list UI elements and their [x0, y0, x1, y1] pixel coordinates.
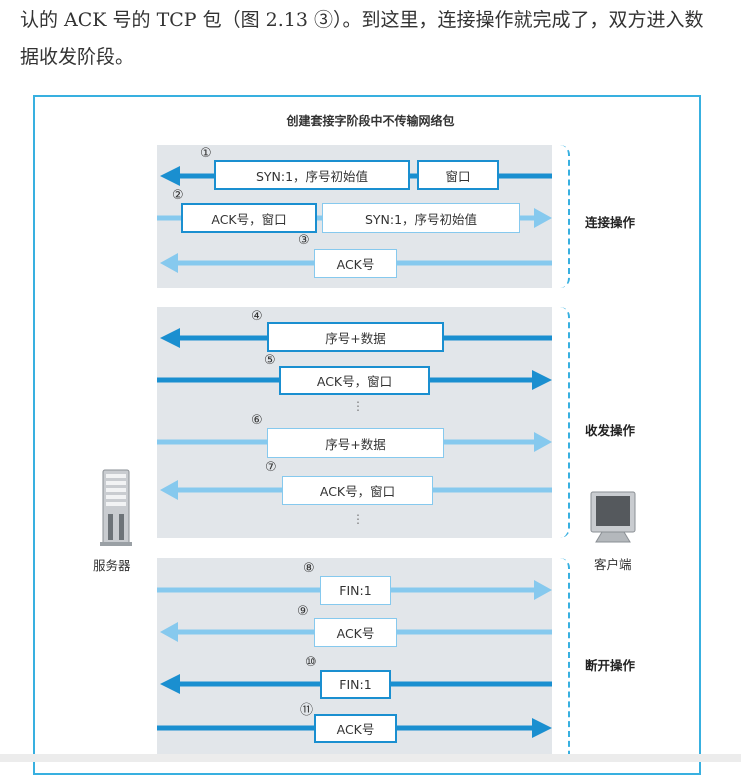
- packet-step-1-syn: SYN:1，序号初始值: [214, 160, 410, 190]
- arrowhead-step-1: [160, 166, 180, 186]
- transfer-brace: [560, 307, 570, 538]
- arrowhead-step-10: [160, 674, 180, 694]
- step-number-5: ⑤: [264, 353, 276, 368]
- packet-step-7-ack: ACK号，窗口: [282, 476, 433, 505]
- step-number-6: ⑥: [251, 413, 263, 428]
- packet-step-10-fin: FIN:1: [320, 670, 391, 699]
- arrowhead-step-7: [160, 480, 178, 500]
- diagram-title: 创建套接字阶段中不传输网络包: [286, 114, 455, 128]
- packet-step-9-ack: ACK号: [314, 618, 397, 647]
- arrowhead-step-2: [534, 208, 552, 228]
- packet-step-1-window: 窗口: [417, 160, 499, 190]
- arrowhead-step-5: [532, 370, 552, 390]
- phase-transfer-label: 收发操作: [585, 423, 636, 438]
- step-number-9: ⑨: [297, 604, 309, 619]
- phase-disconnect-label: 断开操作: [585, 658, 636, 673]
- ellipsis-1: ⋮: [352, 399, 364, 413]
- step-number-3: ③: [298, 233, 310, 248]
- monitor-icon: [590, 491, 636, 543]
- step-number-11: ⑪: [300, 703, 314, 718]
- ellipsis-2: ⋮: [352, 512, 364, 526]
- packet-step-2-ack: ACK号，窗口: [181, 203, 317, 233]
- arrowhead-step-6: [534, 432, 552, 452]
- disconnect-brace: [560, 558, 570, 754]
- server-label: 服务器: [93, 558, 131, 573]
- packet-step-11-ack: ACK号: [314, 714, 397, 743]
- packet-step-4-data: 序号+数据: [267, 322, 444, 352]
- connect-brace: [560, 145, 570, 288]
- arrowhead-step-3: [160, 253, 178, 273]
- arrowhead-step-9: [160, 622, 178, 642]
- packet-step-2-syn: SYN:1，序号初始值: [322, 203, 520, 233]
- step-number-8: ⑧: [303, 561, 315, 576]
- packet-step-3-ack: ACK号: [314, 249, 397, 278]
- arrowhead-step-11: [532, 718, 552, 738]
- arrowhead-step-4: [160, 328, 180, 348]
- packet-step-5-ack: ACK号，窗口: [279, 366, 430, 395]
- step-number-4: ④: [251, 309, 263, 324]
- step-number-10: ⑩: [305, 655, 317, 670]
- server-icon: [100, 469, 132, 546]
- packet-step-6-data: 序号+数据: [267, 428, 444, 458]
- phase-connect-label: 连接操作: [585, 215, 636, 230]
- client-label: 客户端: [594, 557, 632, 572]
- step-number-2: ②: [172, 188, 184, 203]
- packet-step-8-fin: FIN:1: [320, 576, 391, 605]
- bottom-scroll-strip: [0, 754, 741, 762]
- arrowhead-step-8: [534, 580, 552, 600]
- step-number-1: ①: [200, 146, 212, 161]
- intro-paragraph: 认的 ACK 号的 TCP 包（图 2.13 ③）。到这里，连接操作就完成了，双…: [20, 9, 704, 68]
- step-number-7: ⑦: [265, 460, 277, 475]
